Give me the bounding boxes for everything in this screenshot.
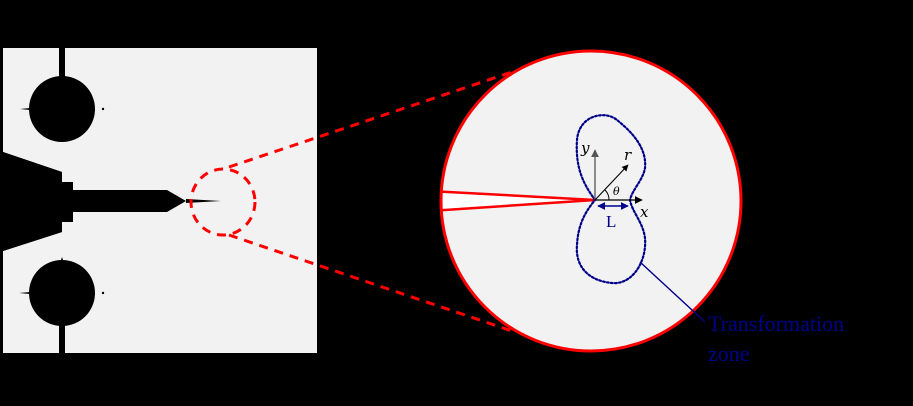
connector-bottom-dashed	[228, 233, 513, 333]
bottom-hole-tick-right	[101, 291, 105, 295]
magnified-circle-outline	[439, 49, 743, 353]
crack	[186, 199, 221, 203]
radius-label: r	[624, 146, 632, 164]
x-axis-label: x	[640, 203, 649, 221]
crack-tip-dashed-circle	[189, 167, 257, 237]
machined-notch	[3, 152, 186, 251]
bottom-hole-tick-left	[19, 292, 30, 294]
top-slit	[59, 48, 65, 82]
bottom-slit	[59, 320, 65, 353]
connector-top-dashed	[228, 70, 513, 169]
transformation-zone-label-line1: Transformation	[708, 311, 844, 336]
top-hole-tick-right	[101, 107, 105, 111]
theta-label: θ	[613, 185, 620, 198]
theta-arc	[604, 189, 610, 201]
top-hole-tick-left	[20, 108, 30, 110]
bottom-loading-hole	[29, 260, 95, 326]
magnification-indicator	[189, 70, 513, 333]
zone-leader-line	[639, 261, 706, 323]
specimen	[3, 48, 317, 353]
length-label: L	[606, 212, 616, 231]
magnified-crack	[441, 191, 595, 211]
radius-vector	[594, 164, 629, 201]
top-loading-hole	[29, 76, 95, 142]
magnified-view: y x r θ L	[439, 49, 743, 353]
bottom-hole-tick-top	[61, 257, 63, 260]
transformation-zone-label-line2: zone	[708, 341, 750, 366]
y-axis-label: y	[580, 139, 590, 157]
